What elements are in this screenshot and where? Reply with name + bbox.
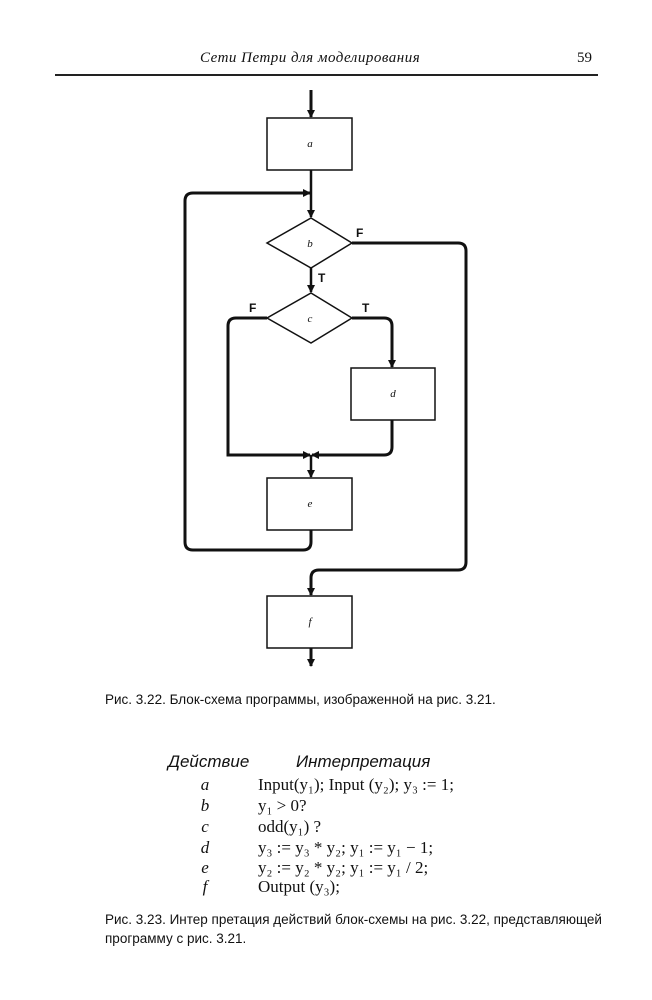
b-false-label: F [356, 226, 363, 240]
edge-d-merge [311, 420, 394, 459]
label-d: d [390, 388, 396, 400]
edge-c-false [226, 316, 311, 459]
table-row-action: c [201, 817, 209, 836]
table-row-interpretation: odd(y₁) ? [258, 817, 322, 836]
table-row-interpretation: y₃ := y₃ * y₂; y₁ := y₁ − 1; [258, 838, 434, 857]
figure-3-23-caption-line2: программу с рис. 3.21. [105, 931, 247, 946]
label-c: c [308, 313, 313, 325]
table-row-action: d [200, 838, 210, 857]
header-rule [55, 74, 598, 76]
c-false-label: F [249, 301, 256, 315]
diamond-c [265, 292, 354, 344]
figure-3-22-caption: Рис. 3.22. Блок-схема программы, изображ… [105, 692, 496, 707]
label-f: f [308, 616, 313, 628]
running-header-title: Сети Петри для моделирования [200, 50, 421, 66]
table-row-action: b [200, 796, 210, 815]
label-e: e [308, 498, 313, 510]
table-row-interpretation: Input(y₁); Input (y₂); y₃ := 1; [258, 775, 454, 794]
table-row-action: a [200, 775, 210, 794]
b-true-label: T [318, 271, 326, 285]
edge-c-true-to-d [352, 316, 396, 368]
edge-b-false-to-f [307, 241, 468, 596]
c-true-label: T [362, 301, 370, 315]
label-b: b [307, 238, 313, 250]
figure-3-23-caption-line1: Рис. 3.23. Интер претация действий блок-… [105, 912, 602, 927]
edge-e-loop-back [183, 189, 313, 552]
table-row-action: f [202, 877, 208, 896]
label-a: a [307, 138, 313, 150]
page-number: 59 [577, 50, 592, 66]
table-row-interpretation: y₁ > 0? [258, 796, 307, 815]
box-a [266, 117, 353, 171]
table-header-action: Действие [168, 752, 250, 771]
table-row-interpretation: y₂ := y₂ * y₂; y₁ := y₁ / 2; [258, 858, 429, 877]
table-row-interpretation: Output (y₃); [258, 877, 340, 896]
table-header-interpretation: Интерпретация [296, 752, 431, 771]
table-row-action: e [201, 858, 209, 877]
